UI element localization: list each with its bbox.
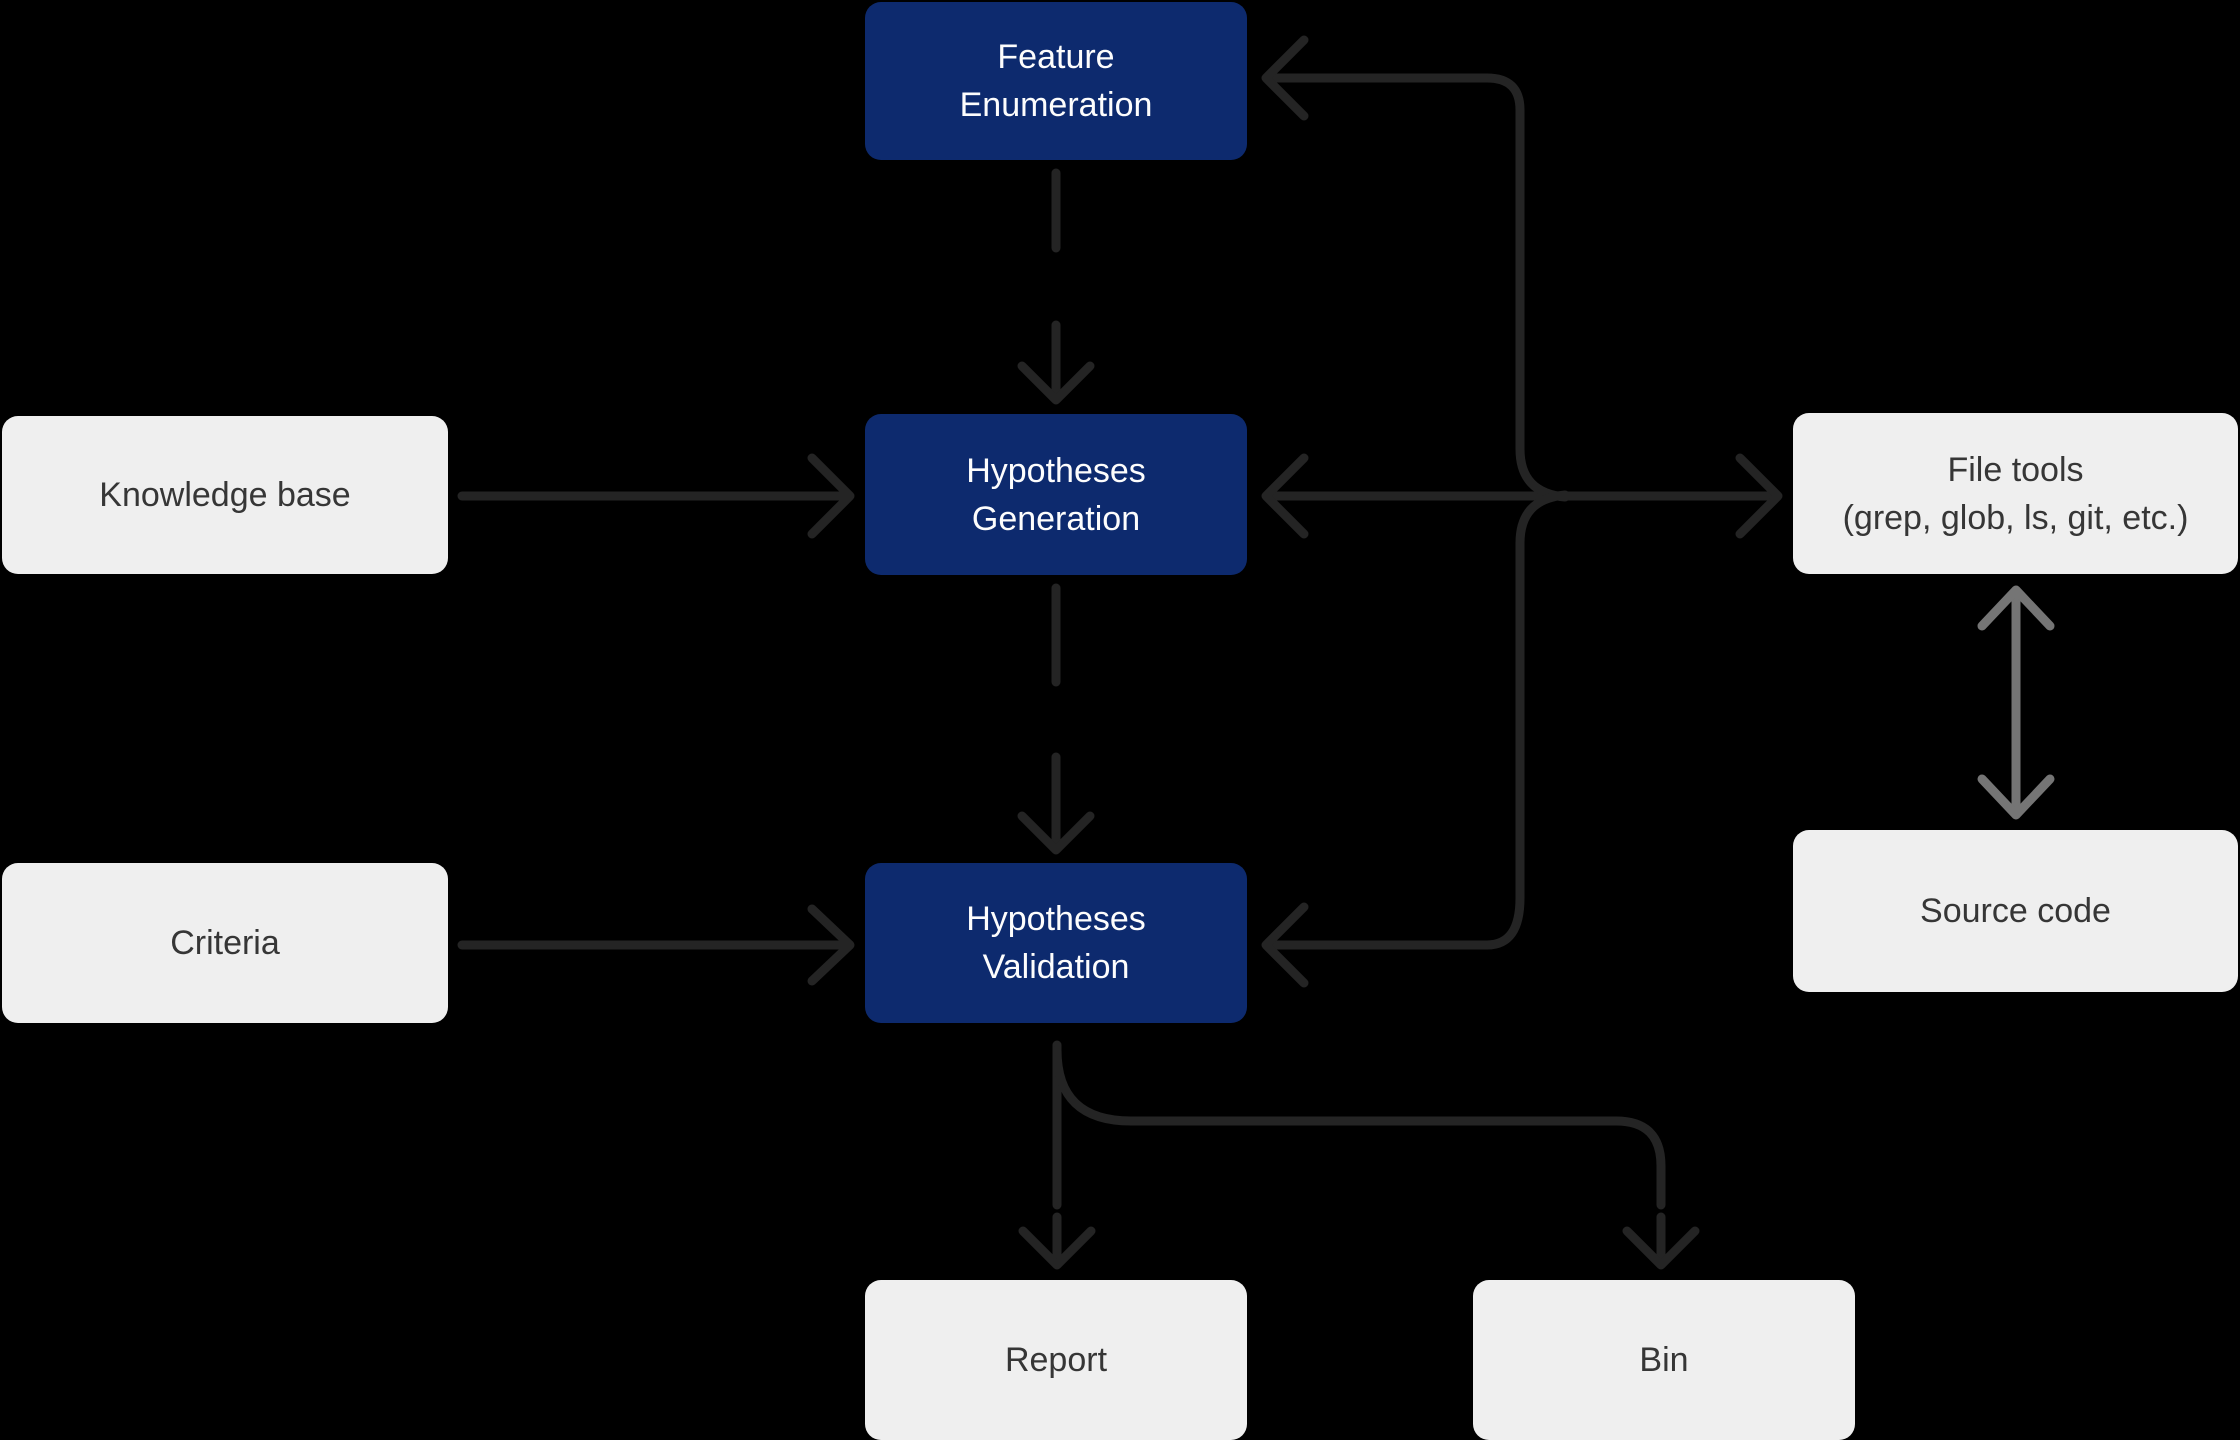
edge-file-tools-to-hypotheses-validation: [1261, 490, 1570, 988]
node-source-code: Source code: [1793, 830, 2238, 992]
edge-file-tools-to-feature-enumeration: [1261, 35, 1570, 502]
node-label: Criteria: [170, 924, 280, 962]
node-file-tools: File tools (grep, glob, ls, git, etc.): [1793, 413, 2238, 574]
node-label: Knowledge base: [99, 476, 351, 514]
node-label: Hypotheses: [966, 451, 1146, 490]
node-label: Report: [1004, 1341, 1108, 1379]
edge-hypotheses-generation-file-tools: [1261, 453, 1783, 539]
node-label: Generation: [971, 499, 1141, 538]
edge-hypotheses-validation-to-bin: [1052, 1045, 1700, 1270]
node-bin: Bin: [1473, 1280, 1855, 1440]
node-label: Enumeration: [959, 86, 1153, 124]
node-label: Bin: [1639, 1341, 1689, 1379]
node-feature-enumeration: Feature Enumeration: [865, 2, 1247, 160]
node-label: File tools: [1947, 450, 2084, 489]
node-report: Report: [865, 1280, 1247, 1440]
edge-file-tools-source-code: [1977, 585, 2055, 820]
node-label: (grep, glob, ls, git, etc.): [1842, 498, 2189, 537]
edge-criteria-to-hypotheses-validation: [457, 904, 855, 986]
node-knowledge-base: Knowledge base: [2, 416, 448, 574]
node-criteria: Criteria: [2, 863, 448, 1023]
node-label: Feature: [997, 38, 1115, 76]
edge-knowledge-base-to-hypotheses-generation: [457, 453, 855, 539]
node-hypotheses-validation: Hypotheses Validation: [865, 863, 1247, 1023]
edge-feature-enumeration-to-hypotheses-generation: [1017, 168, 1095, 405]
node-label: Hypotheses: [966, 900, 1146, 938]
node-label: Source code: [1920, 892, 2111, 930]
node-hypotheses-generation: Hypotheses Generation: [865, 414, 1247, 575]
edge-hypotheses-generation-to-hypotheses-validation: [1017, 583, 1095, 855]
node-label: Validation: [982, 948, 1130, 986]
